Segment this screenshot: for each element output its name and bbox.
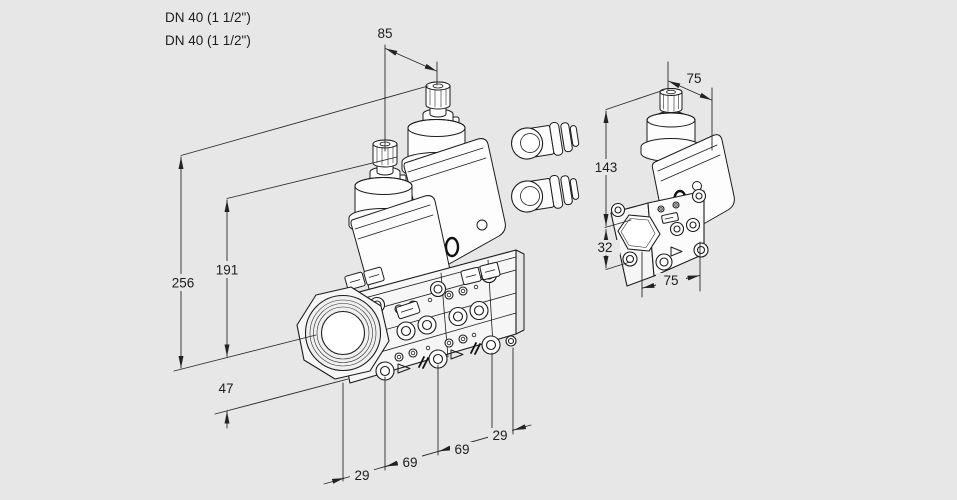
dim-143-label: 143 bbox=[595, 160, 618, 175]
dim-29-label-2: 29 bbox=[492, 428, 507, 443]
threaded-port-flange bbox=[296, 286, 390, 380]
dn-label-top: DN 40 (1 1/2") bbox=[165, 10, 251, 25]
right-valve-drawing bbox=[610, 88, 735, 287]
dim-75-top-label: 75 bbox=[686, 71, 701, 86]
dim-191-label: 191 bbox=[216, 263, 239, 278]
dim-69-label-2: 69 bbox=[454, 442, 469, 457]
dim-47-label: 47 bbox=[218, 381, 233, 396]
dim-32-label: 32 bbox=[597, 240, 612, 255]
dn-label-bottom: DN 40 (1 1/2") bbox=[165, 33, 251, 48]
flow-arrow-icon bbox=[670, 246, 683, 257]
dim-75-bottom-label: 75 bbox=[663, 273, 678, 288]
dim-85-label: 85 bbox=[377, 26, 392, 41]
right-valve-body bbox=[610, 188, 709, 287]
conduit-plugs-drawing bbox=[511, 121, 580, 213]
dim-29-label-1: 29 bbox=[354, 468, 369, 483]
main-valve-drawing bbox=[296, 81, 525, 384]
conduit-plug-2 bbox=[511, 174, 580, 213]
conduit-plug-1 bbox=[511, 121, 580, 160]
dim-256-label: 256 bbox=[172, 276, 195, 291]
dim-69-label-1: 69 bbox=[402, 455, 417, 470]
dimension-labels: DN 40 (1 1/2") DN 40 (1 1/2") 85 256 191… bbox=[164, 10, 702, 483]
flow-arrow-icon bbox=[397, 349, 464, 374]
